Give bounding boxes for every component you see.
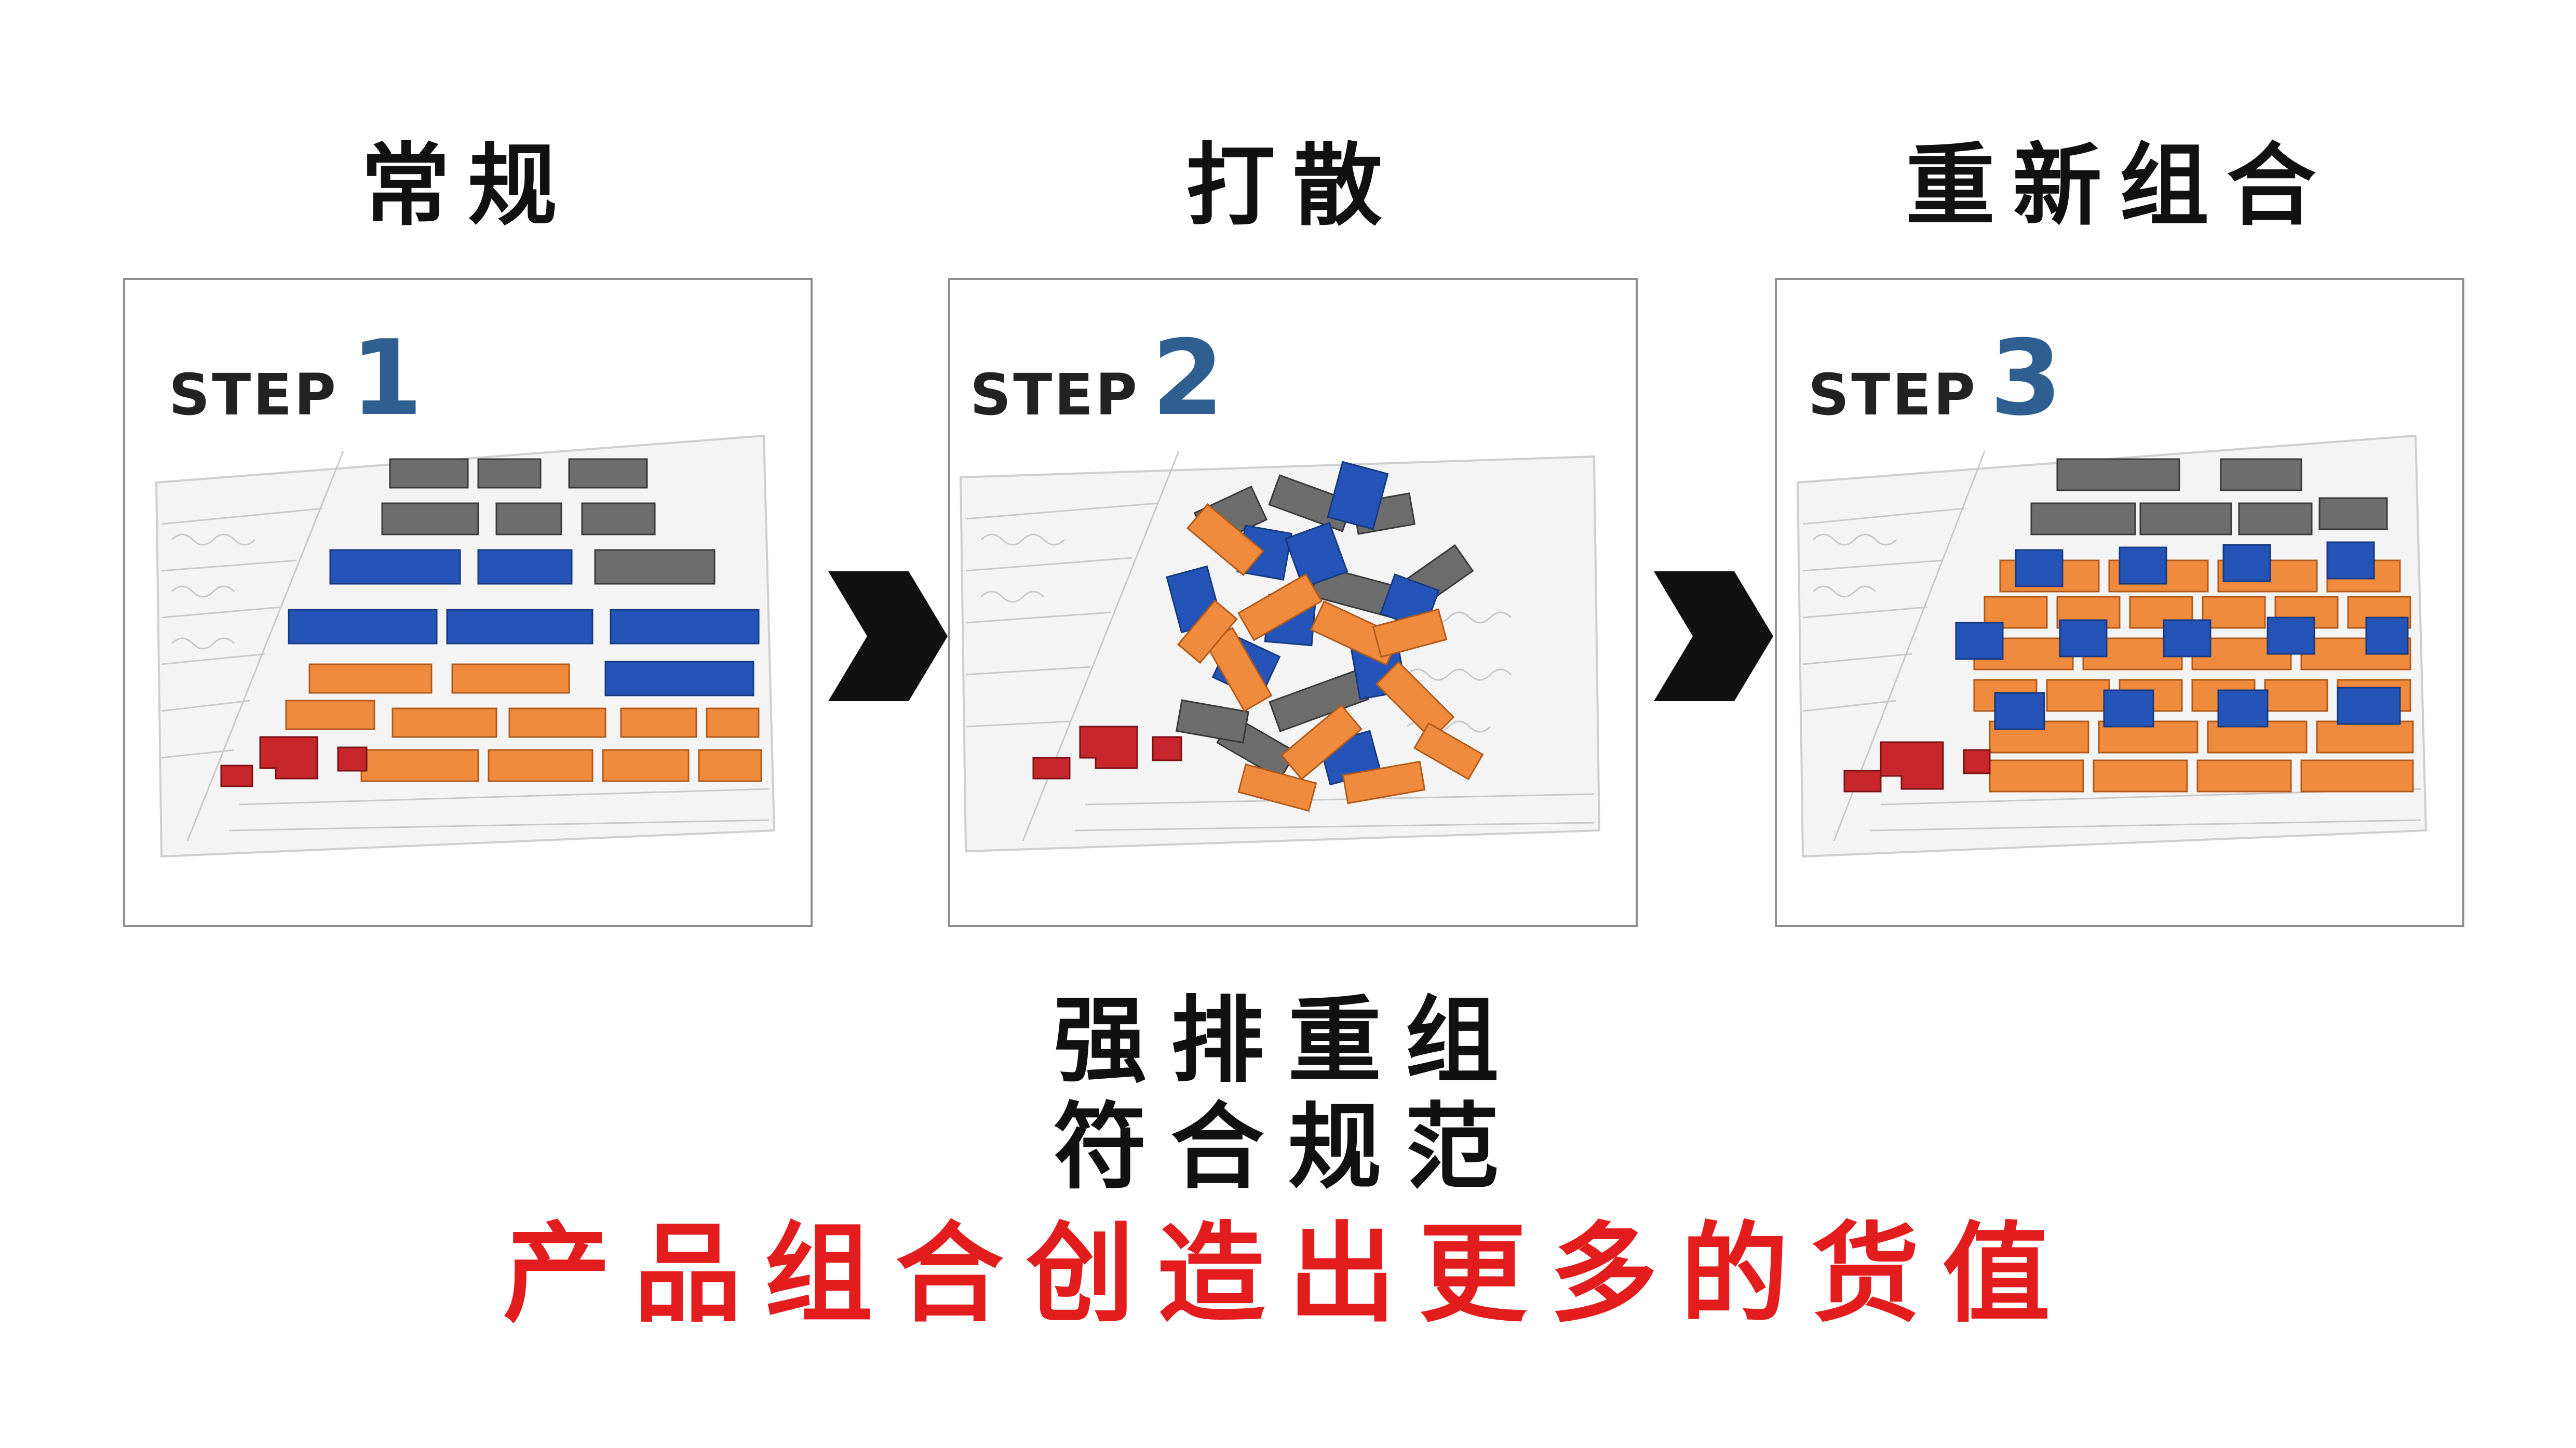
heading-scatter: 打散 bbox=[1186, 133, 1400, 238]
heading-recombine: 重新组合 bbox=[1906, 133, 2334, 238]
step-1-panel: STEP 1 bbox=[123, 278, 813, 927]
step-3-label: STEP 3 bbox=[1808, 327, 2062, 431]
step-1-label: STEP 1 bbox=[169, 327, 423, 431]
step-word: STEP bbox=[169, 361, 339, 428]
summary-line-2: 符合规范 bbox=[1053, 1093, 1523, 1202]
conclusion-line: 产品组合创造出更多的货值 bbox=[503, 1212, 2073, 1337]
step-3-photo bbox=[1777, 280, 2462, 925]
heading-regular: 常规 bbox=[361, 133, 575, 238]
triple-chevron-right-icon bbox=[1654, 571, 1773, 701]
step-3-panel: STEP 3 bbox=[1775, 278, 2464, 927]
step-2-label: STEP 2 bbox=[970, 327, 1224, 431]
step-word: STEP bbox=[970, 361, 1140, 428]
step-2-photo bbox=[950, 280, 1636, 925]
step-1-photo bbox=[125, 280, 811, 925]
step-word: STEP bbox=[1808, 361, 1978, 428]
step-2-panel: STEP 2 bbox=[948, 278, 1638, 927]
step-number: 2 bbox=[1152, 318, 1224, 439]
step-number: 1 bbox=[350, 318, 423, 439]
triple-chevron-right-icon bbox=[828, 571, 948, 701]
summary-line-1: 强排重组 bbox=[1053, 987, 1523, 1095]
step-number: 3 bbox=[1990, 318, 2062, 439]
